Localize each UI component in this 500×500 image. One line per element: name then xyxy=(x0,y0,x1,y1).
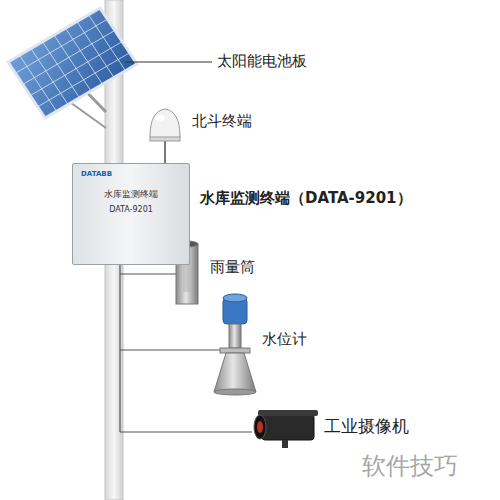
water-level-meter-part xyxy=(214,353,256,392)
camera xyxy=(254,410,318,448)
part-label: 工业摄像机 xyxy=(324,416,409,436)
solar-panel-part-part xyxy=(15,19,107,73)
solar-panel-part-part xyxy=(38,53,130,107)
beidou-antenna-part xyxy=(155,115,165,121)
solar-panel-part-part xyxy=(30,42,122,96)
beidou-antenna-part xyxy=(150,109,180,137)
signal-wire-part xyxy=(120,273,176,274)
water-level-meter-part xyxy=(229,324,241,348)
camera-part xyxy=(282,440,288,448)
water-level-meter-part xyxy=(220,348,250,353)
signal-wire-part xyxy=(120,431,252,432)
part-label: 北斗终端 xyxy=(192,112,252,130)
leader-line-part xyxy=(125,62,212,63)
camera-part xyxy=(257,421,263,433)
part-label: 水位计 xyxy=(262,330,307,348)
device-label: DATA-9201 xyxy=(81,205,181,214)
brand-logo: DATABB xyxy=(81,170,181,178)
beidou-antenna-part xyxy=(164,140,166,163)
rain-gauge-part xyxy=(183,262,191,292)
camera-part xyxy=(254,415,266,439)
device-label: 水库监测终端 xyxy=(81,188,181,201)
watermark: 软件技巧 xyxy=(362,452,458,481)
part-label: 太阳能电池板 xyxy=(217,52,307,70)
solar-panel-part xyxy=(8,8,137,118)
part-label: 雨量筒 xyxy=(210,258,255,276)
beidou-antenna xyxy=(150,109,180,163)
signal-wire-part xyxy=(119,265,120,432)
solar-panel-part-part xyxy=(23,30,115,84)
leader-line xyxy=(125,62,212,63)
terminal-cabinet: DATABB 水库监测终端 DATA-9201 xyxy=(72,163,190,265)
solar-panel-part xyxy=(8,8,137,118)
signal-wire-part xyxy=(120,349,222,350)
water-level-meter xyxy=(214,294,256,395)
camera-part xyxy=(258,410,318,416)
camera-part xyxy=(262,414,314,440)
water-level-meter-part xyxy=(214,389,256,395)
solar-panel xyxy=(8,8,137,118)
water-level-meter-part xyxy=(223,294,247,302)
part-label: 水库监测终端（DATA-9201） xyxy=(200,189,412,207)
